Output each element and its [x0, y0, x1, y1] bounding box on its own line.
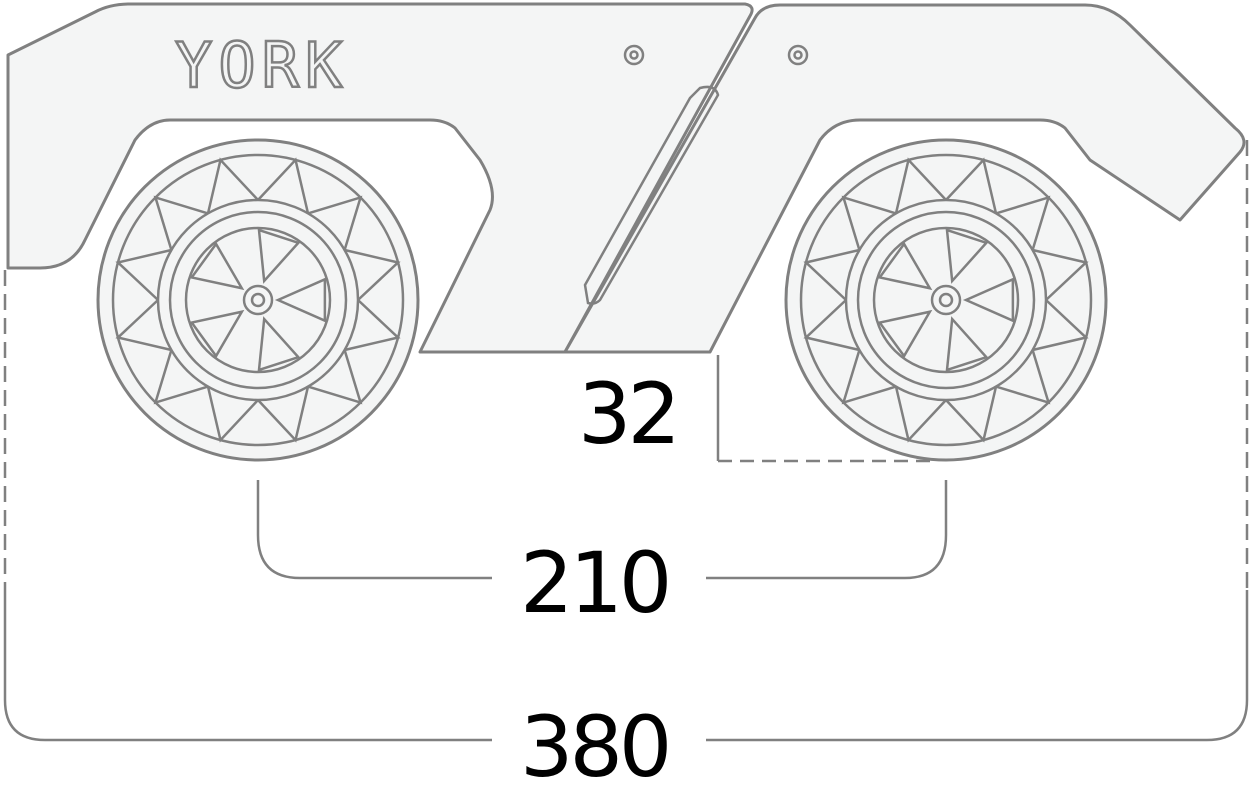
ground-clearance-label: 32: [578, 365, 677, 463]
hub-spoke: [257, 228, 301, 284]
tread-segment: [206, 386, 259, 443]
overall-length-label: 380: [520, 698, 668, 796]
screw-icon: [623, 44, 645, 66]
hub-spoke: [189, 309, 245, 359]
tread-segment: [945, 386, 998, 443]
hub-spoke: [257, 316, 301, 372]
tread-segment: [995, 195, 1051, 251]
tread-segment: [153, 349, 209, 405]
tread-segment: [1032, 299, 1089, 352]
tread-segment: [115, 248, 172, 301]
wheelbase-bracket: [256, 480, 948, 580]
tread-segment: [206, 157, 259, 214]
tread-segment: [894, 157, 947, 214]
tread-segment: [995, 349, 1051, 405]
body-slot: [583, 85, 720, 305]
tread-segment: [153, 195, 209, 251]
tread-segment: [945, 157, 998, 214]
right-body-panel: [563, 3, 1246, 354]
hub-spoke: [274, 277, 327, 323]
screw-icon: [629, 50, 639, 60]
tread-segment: [344, 248, 401, 301]
hub-spoke: [189, 241, 245, 291]
tread-segment: [307, 195, 363, 251]
tread-segment: [257, 386, 310, 443]
screw-icon: [787, 44, 809, 66]
tread-segment: [894, 386, 947, 443]
wheel-spokes: [115, 157, 1089, 443]
hub-spoke: [945, 228, 989, 284]
screw-icon: [793, 50, 803, 60]
left-wheel: [96, 138, 420, 462]
tread-segment: [307, 349, 363, 405]
tread-segment: [841, 349, 897, 405]
tread-segment: [803, 248, 860, 301]
york-logo: YORK: [175, 29, 348, 102]
tread-segment: [841, 195, 897, 251]
right-wheel: [784, 138, 1108, 462]
hub-spoke: [877, 241, 933, 291]
tread-segment: [344, 299, 401, 352]
wheelbase-label: 210: [520, 534, 668, 632]
hub-spoke: [962, 277, 1015, 323]
length-bracket: [3, 590, 1249, 742]
tread-segment: [115, 299, 172, 352]
tread-segment: [257, 157, 310, 214]
tread-segment: [803, 299, 860, 352]
hub-spoke: [945, 316, 989, 372]
hub-spoke: [877, 309, 933, 359]
left-body-panel: [6, 2, 754, 354]
tread-segment: [1032, 248, 1089, 301]
